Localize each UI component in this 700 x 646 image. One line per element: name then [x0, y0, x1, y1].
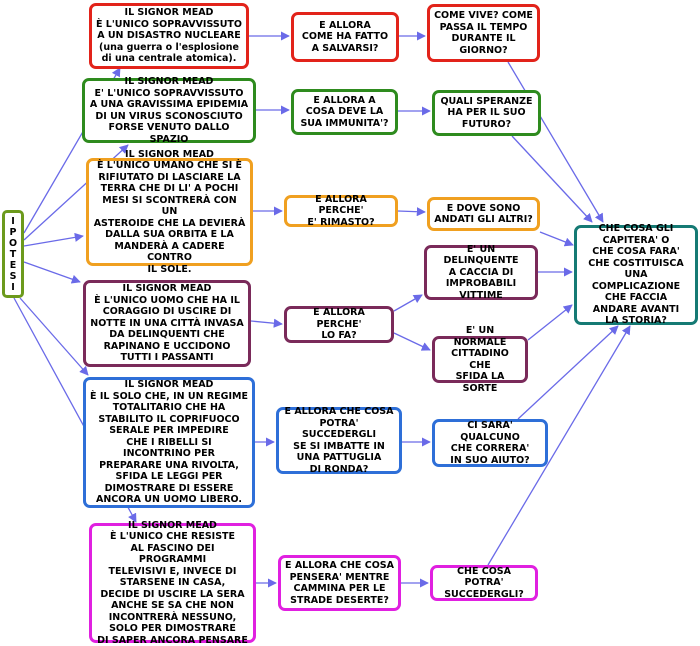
mead-epidemia-box: IL SIGNOR MEAD E' L'UNICO SOPRAVVISSUTO …	[82, 76, 256, 145]
connector-arrow	[23, 232, 84, 247]
ipotesi-letter: I	[11, 281, 15, 293]
mead-coraggio-box: IL SIGNOR MEAD È L'UNICO UOMO CHE HA IL …	[83, 280, 251, 367]
connector-arrow	[539, 231, 574, 247]
question-speranze-box: QUALI SPERANZE HA PER IL SUO FUTURO?	[432, 90, 541, 136]
question-rimasto-box: E ALLORA PERCHE' E' RIMASTO?	[284, 194, 398, 228]
ipotesi-letter: S	[9, 270, 17, 282]
connector-arrow	[507, 61, 604, 223]
connector-arrow	[487, 325, 631, 566]
mead-regime-box: IL SIGNOR MEAD È IL SOLO CHE, IN UN REGI…	[83, 377, 255, 508]
mead-tv-box: IL SIGNOR MEAD È L'UNICO CHE RESISTE AL …	[89, 520, 256, 646]
question-lo-fa-box: E ALLORA PERCHE' LO FA?	[284, 306, 394, 343]
connector-arrow	[511, 135, 593, 223]
question-pattuglia-box: E ALLORA CHE COSA POTRA' SUCCEDERGLI SE …	[276, 406, 402, 475]
connector-arrow	[393, 294, 423, 312]
connector-arrow	[397, 207, 426, 217]
connector-arrow	[393, 332, 431, 351]
ipotesi-letter: P	[9, 226, 17, 238]
ipotesi-letter: O	[8, 237, 18, 249]
ipotesi-letter: T	[9, 248, 17, 260]
question-deserte-box: E ALLORA CHE COSA PENSERA' MENTRE CAMMIN…	[278, 555, 401, 611]
ipotesi-letter: I	[11, 215, 15, 227]
connector-arrow	[19, 297, 89, 376]
question-immunita-box: E ALLORA A COSA DEVE LA SUA IMMUNITA'?	[291, 89, 398, 135]
delinquente-box: E' UN DELINQUENTE A CACCIA DI IMPROBABIL…	[424, 244, 538, 301]
question-aiuto-box: CI SARA' QUALCUNO CHE CORRERA' IN SUO AI…	[432, 419, 548, 467]
ipotesi-letter: E	[9, 259, 17, 271]
mead-asteroide-box: IL SIGNOR MEAD È L'UNICO UMANO CHE SI È …	[86, 149, 253, 275]
question-salvarsi-box: E ALLORA COME HA FATTO A SALVARSI?	[291, 12, 399, 62]
connector-arrow	[23, 261, 81, 284]
connector-arrow	[517, 325, 619, 420]
question-come-vive-box: COME VIVE? COME PASSA IL TEMPO DURANTE I…	[427, 4, 540, 62]
final-question-box: CHE COSA GLI CAPITERA' O CHE COSA FARA' …	[574, 223, 698, 326]
normale-box: E' UN NORMALE CITTADINO CHE SFIDA LA SOR…	[432, 325, 528, 394]
question-dove-altri-box: E DOVE SONO ANDATI GLI ALTRI?	[427, 197, 540, 231]
question-succedergli-box: CHE COSA POTRA' SUCCEDERGLI?	[430, 565, 538, 601]
connector-arrow	[250, 318, 283, 328]
connector-arrow	[527, 304, 573, 341]
mead-nuclear-box: IL SIGNOR MEAD È L'UNICO SOPRAVVISSUTO A…	[89, 3, 249, 69]
